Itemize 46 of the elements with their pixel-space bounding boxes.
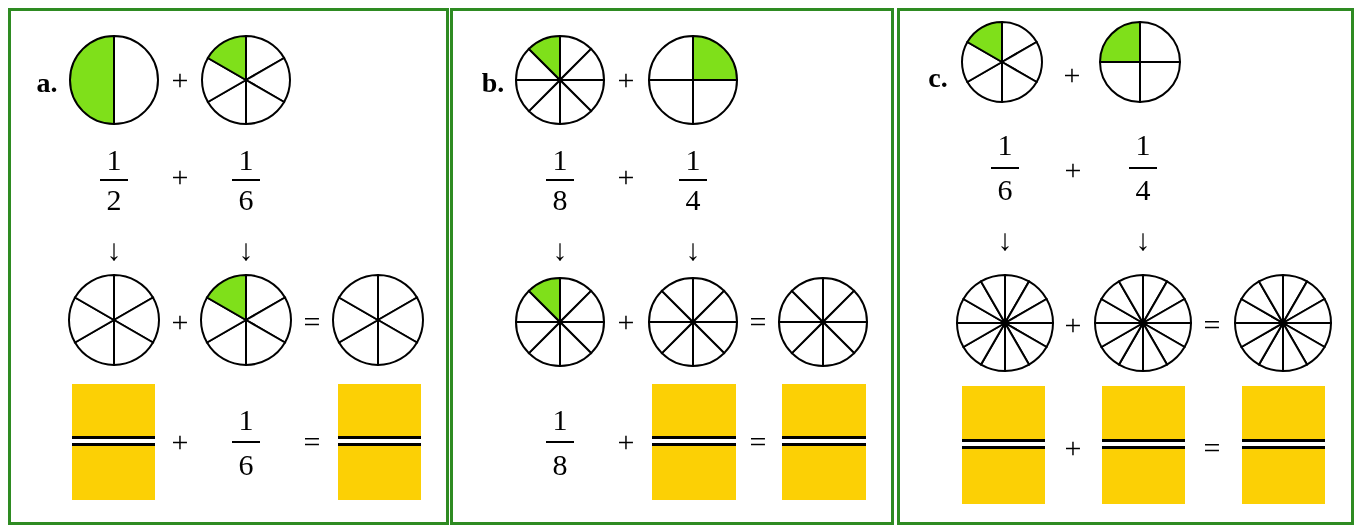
numerator: 1 [685, 145, 701, 175]
equals-sign: = [749, 427, 767, 457]
down-arrow: ↓ [106, 235, 122, 265]
plus-sign: + [1064, 310, 1082, 340]
denominator: 4 [1135, 175, 1151, 205]
plus-sign: + [171, 162, 189, 192]
numerator: 1 [106, 145, 122, 175]
numerator: 1 [552, 145, 568, 175]
plus-sign: + [617, 427, 635, 457]
plus-sign: + [171, 427, 189, 457]
equals-sign: = [303, 427, 321, 457]
numerator: 1 [238, 405, 254, 435]
plus-sign: + [1063, 60, 1081, 90]
numerator: 1 [1135, 130, 1151, 160]
worksheet-panel [450, 8, 894, 525]
down-arrow: ↓ [997, 225, 1013, 255]
worksheet-panel [897, 8, 1354, 525]
denominator: 6 [238, 185, 254, 215]
down-arrow: ↓ [685, 235, 701, 265]
plus-sign: + [617, 65, 635, 95]
worksheet-panel [8, 8, 449, 525]
equals-sign: = [1203, 433, 1221, 463]
problem-letter: a. [36, 69, 58, 97]
plus-sign: + [617, 307, 635, 337]
problem-letter: c. [928, 64, 948, 92]
numerator: 1 [552, 405, 568, 435]
denominator: 6 [997, 175, 1013, 205]
denominator: 8 [552, 450, 568, 480]
denominator: 4 [685, 185, 701, 215]
problem-letter: b. [481, 69, 505, 97]
down-arrow: ↓ [552, 235, 568, 265]
numerator: 1 [238, 145, 254, 175]
plus-sign: + [171, 307, 189, 337]
denominator: 8 [552, 185, 568, 215]
denominator: 2 [106, 185, 122, 215]
plus-sign: + [617, 162, 635, 192]
down-arrow: ↓ [1135, 225, 1151, 255]
denominator: 6 [238, 450, 254, 480]
plus-sign: + [1064, 433, 1082, 463]
down-arrow: ↓ [238, 235, 254, 265]
equals-sign: = [1203, 310, 1221, 340]
equals-sign: = [749, 307, 767, 337]
plus-sign: + [1064, 155, 1082, 185]
plus-sign: + [171, 65, 189, 95]
equals-sign: = [303, 307, 321, 337]
numerator: 1 [997, 130, 1013, 160]
